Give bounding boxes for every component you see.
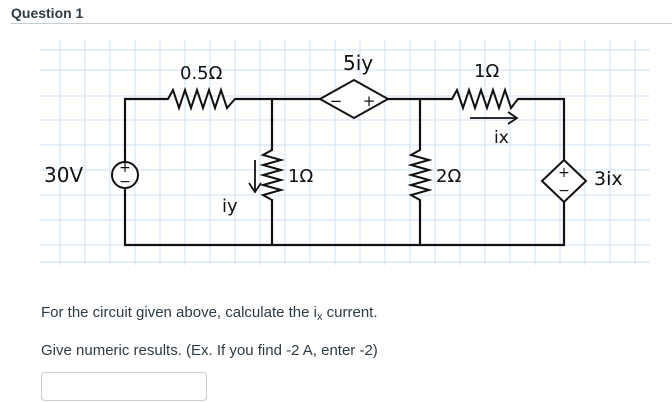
dependent-voltage-source: − + — [317, 78, 391, 120]
current-ix-label: ix — [494, 128, 509, 148]
current-ix-arrow — [470, 111, 519, 125]
resistor-1-top-label: 1Ω — [474, 61, 499, 82]
question-prompt: For the circuit given above, calculate t… — [41, 304, 378, 323]
dependent-source-label: 3ix — [594, 168, 623, 190]
answer-input[interactable] — [41, 372, 207, 401]
svg-text:−: − — [330, 92, 343, 110]
resistor-1-middle-label: 1Ω — [288, 166, 313, 187]
prompt-prefix: For the circuit given above, calculate t… — [41, 304, 317, 321]
resistor-1-ohm-middle — [259, 149, 285, 201]
circuit-wires — [123, 97, 566, 247]
prompt-subscript: x — [316, 311, 323, 323]
svg-text:+: + — [558, 165, 570, 181]
question-divider — [10, 23, 672, 24]
question-title: Question 1 — [11, 5, 84, 21]
source-voltage-label: 30V — [44, 163, 83, 187]
svg-text:+: + — [119, 160, 131, 176]
question-instructions: Give numeric results. (Ex. If you find -… — [41, 342, 378, 359]
resistor-0.5-ohm — [167, 86, 236, 112]
svg-text:−: − — [558, 183, 570, 199]
dependent-voltage-label: 5iy — [343, 51, 373, 75]
current-iy-arrow — [248, 160, 262, 194]
svg-text:+: + — [363, 92, 376, 110]
prompt-suffix: current. — [322, 304, 378, 321]
resistor-0.5-label: 0.5Ω — [180, 63, 223, 84]
resistor-1-ohm-top — [451, 86, 519, 112]
voltage-source-30v: + − — [111, 160, 139, 190]
resistor-2-label: 2Ω — [436, 166, 461, 187]
svg-text:−: − — [119, 174, 131, 190]
current-iy-label: iy — [222, 196, 238, 217]
resistor-2-ohm — [407, 149, 433, 201]
circuit-diagram: + − 30V 0.5Ω − + 5iy 1Ω ix 1Ω iy 2Ω + − … — [40, 40, 650, 265]
dependent-source-right: + − — [540, 158, 588, 204]
